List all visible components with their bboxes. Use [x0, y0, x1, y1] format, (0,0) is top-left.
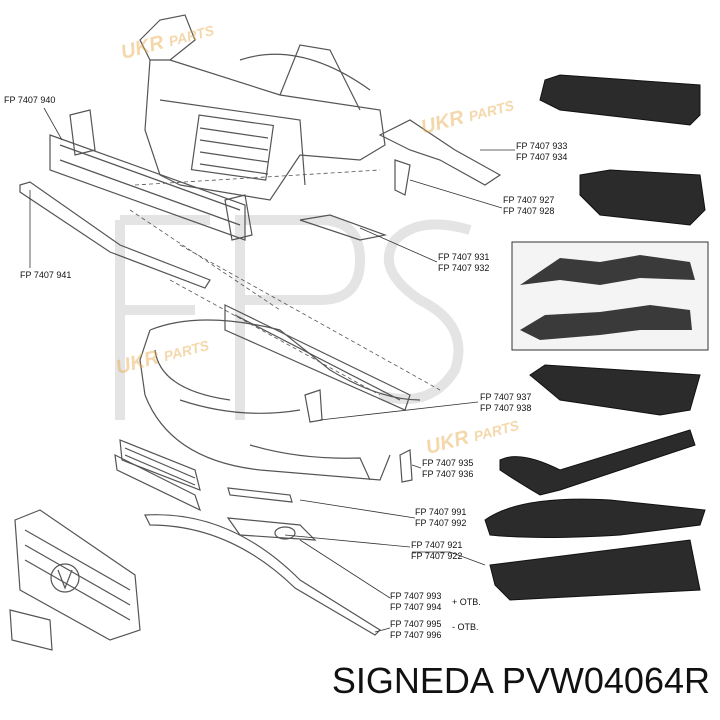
small-brackets	[304, 389, 413, 483]
bumper-reinforcement	[49, 109, 253, 241]
lower-spoiler	[144, 514, 381, 636]
brand-part-number: SIGNEDA PVW04064R	[0, 660, 710, 702]
photo-parts	[484, 74, 706, 601]
part-number: PVW04064R	[501, 660, 710, 701]
lower-grille	[114, 439, 202, 512]
radiator-support	[139, 14, 386, 201]
callout-993-note: + OTB.	[452, 597, 481, 607]
energy-absorber	[19, 181, 211, 289]
callout-941: FP 7407 941	[20, 270, 72, 280]
bumper-cover	[139, 319, 421, 481]
background-logo	[115, 215, 472, 420]
fog-lamp-grille	[226, 487, 317, 541]
radiator-grille	[14, 509, 141, 641]
license-plate-bracket	[9, 609, 53, 651]
leader-lines	[29, 107, 515, 633]
headlamp-bracket	[299, 119, 502, 241]
callout-940: FP 7407 940	[4, 95, 56, 105]
photo-inset-box	[511, 241, 709, 351]
brand-name: SIGNEDA	[331, 660, 492, 701]
callout-995-note: - OTB.	[452, 622, 479, 632]
guide-lines	[129, 169, 441, 396]
